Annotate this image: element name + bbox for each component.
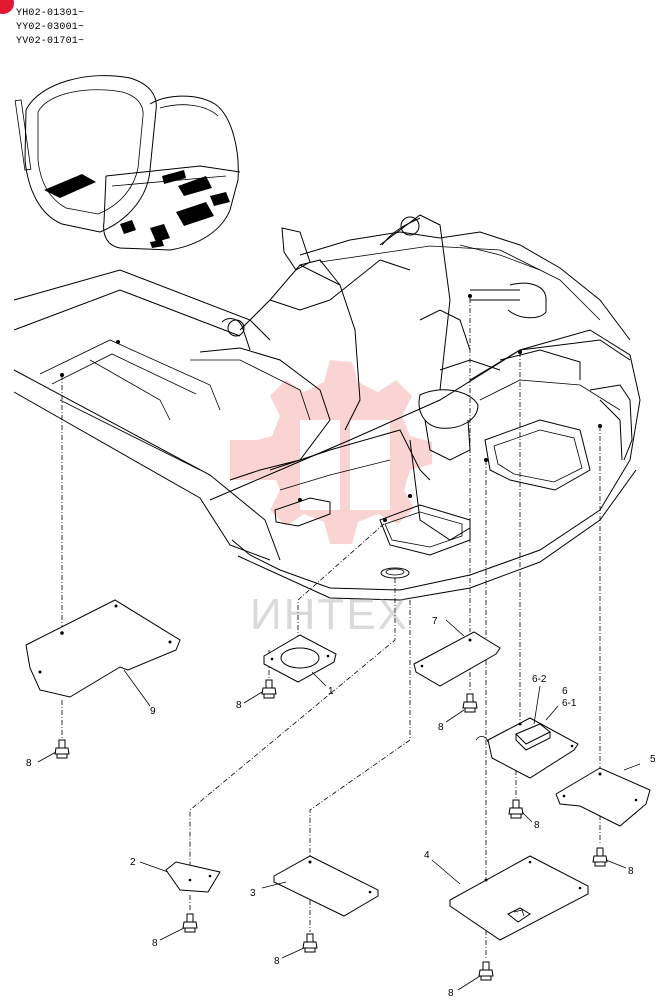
callout-8-part9: 8	[26, 758, 32, 769]
bolt-8-part7	[462, 693, 478, 713]
callout-8-part3: 8	[274, 956, 280, 967]
part-4-cover-plate	[431, 855, 589, 941]
bolt-8-part9	[54, 739, 70, 759]
assembly-leader-lines	[61, 298, 601, 960]
callout-9: 9	[150, 706, 156, 717]
part-9-cover-plate	[25, 599, 181, 707]
callout-8-part2: 8	[152, 938, 158, 949]
bolt-8-part5	[592, 847, 608, 867]
callout-3: 3	[250, 888, 256, 899]
serial-range-3: YV02-01701~	[16, 36, 85, 47]
watermark-logo	[230, 360, 432, 544]
bolt-8-part2	[182, 913, 198, 933]
callout-6: 6	[562, 686, 568, 697]
callout-labels: 1 2 3 4 5 6 6-1 6-2 7 9 8 8 8 8 8 8 8 8	[26, 616, 656, 999]
bolt-8-part6	[508, 799, 524, 819]
bolt-8-group	[37, 679, 627, 991]
callout-1: 1	[328, 686, 334, 697]
callout-5: 5	[650, 754, 656, 765]
callout-8-part4: 8	[448, 988, 454, 999]
part-2-bracket-cover	[139, 861, 221, 893]
callout-2: 2	[130, 857, 136, 868]
callout-6-1: 6-1	[562, 698, 577, 709]
callout-8-part1: 8	[236, 700, 242, 711]
watermark-text: ИНТЕХ	[250, 590, 409, 639]
bolt-8-part1	[261, 679, 277, 699]
part-7-cover-plate	[413, 619, 501, 687]
serial-range-2: YY02-03001~	[16, 22, 85, 33]
callout-7: 7	[432, 616, 438, 627]
callout-8-part7: 8	[438, 722, 444, 733]
callout-8-part5: 8	[628, 866, 634, 877]
part-5-cover-plate	[555, 763, 651, 827]
part-6-cover-assembly	[475, 685, 579, 779]
machine-overview-inset	[14, 75, 241, 251]
bolt-8-part3	[302, 933, 318, 953]
upper-frame-assembly	[13, 214, 641, 601]
part-3-cover-plate	[261, 855, 379, 917]
bolt-8-part4	[478, 961, 494, 981]
serial-range-1: YH02-01301~	[16, 8, 85, 19]
part-1-inspection-cover	[263, 634, 337, 687]
callout-8-part6: 8	[534, 820, 540, 831]
corner-red-mark	[0, 0, 14, 14]
callout-4: 4	[424, 850, 430, 861]
callout-6-2: 6-2	[532, 674, 547, 685]
